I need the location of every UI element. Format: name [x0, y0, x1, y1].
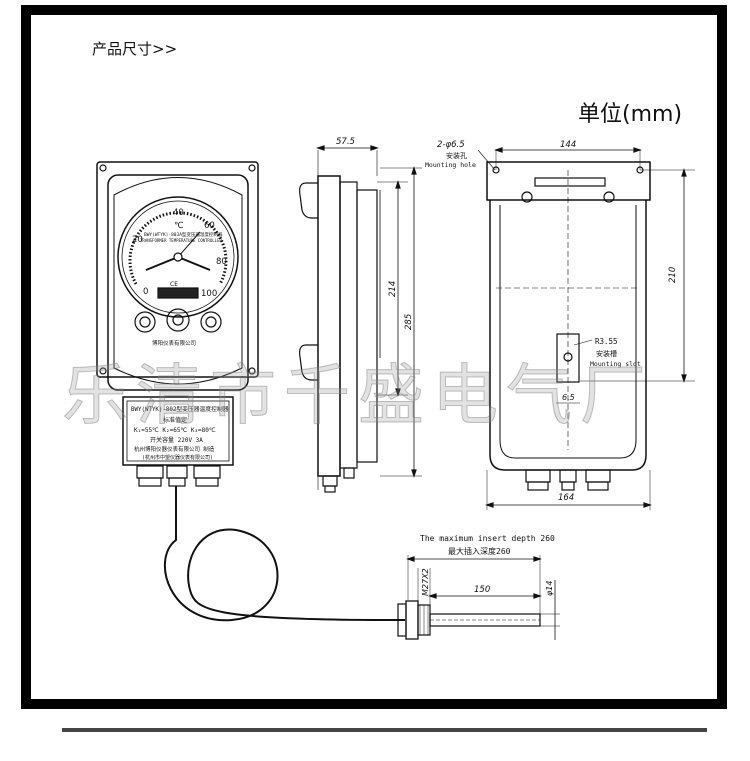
plate-company: 杭州博阳仪器仪表有限公司 制造: [134, 445, 215, 453]
dim-width: 57.5: [336, 137, 355, 147]
dial-number-80: 80: [216, 257, 227, 267]
slot-offset: 6.5: [562, 393, 575, 402]
slot-label-cn: 安装槽: [596, 349, 617, 358]
dim-height: 210: [668, 267, 678, 283]
insert-depth-cn: 最大插入深度260: [448, 546, 511, 556]
probe-length: 150: [474, 585, 490, 595]
unit-label: 单位(mm): [578, 102, 683, 127]
plate-title: BWY(WTYK)-802型变压器温度控制器: [131, 405, 229, 413]
dial-number-100: 100: [201, 289, 217, 299]
dial-number-0: 0: [143, 287, 148, 297]
dim-height-outer: 285: [404, 314, 414, 330]
page-heading: 产品尺寸>>: [92, 40, 178, 58]
probe-view: [392, 555, 560, 640]
hole-label: 2-φ6.5: [437, 140, 465, 150]
plate-sub: 标准值定: [163, 416, 187, 424]
dial-text-en: TRANSFORMER TEMPERATURE CONTROLLER: [140, 238, 222, 243]
insert-depth-en: The maximum insert depth 260: [420, 534, 555, 543]
watermark: 乐清市千盛电气厂: [62, 357, 654, 435]
probe-diameter: φ14: [545, 581, 554, 596]
dial-number-20: 20: [132, 235, 143, 245]
slot-label-en: Mounting slot: [590, 360, 641, 368]
side-view: [299, 145, 422, 493]
hole-label-cn: 安装孔: [446, 151, 467, 160]
dim-bottom: 164: [558, 493, 574, 503]
dial-unit: ℃: [174, 221, 184, 231]
front-view: [96, 161, 393, 622]
dial-text-cn: BWY(WTYK)-803A型变压器温度控制器: [144, 231, 223, 238]
outer-border: [21, 5, 727, 709]
dim-height-inner: 214: [388, 281, 398, 297]
plate-values: K₁=55℃ K₂=65℃ K₃=80℃: [134, 427, 216, 434]
probe-thread: M27X2: [421, 568, 430, 596]
slot-radius: R3.55: [595, 337, 618, 346]
hole-label-en: Mounting hole: [425, 161, 476, 169]
back-view: [477, 147, 695, 510]
plate-company-2: (杭州市中望仪器仪表有限公司): [142, 454, 213, 461]
bottom-bar: [62, 728, 707, 732]
dim-top: 144: [560, 140, 576, 150]
dial-number-40: 40: [173, 208, 184, 218]
dial-number-60: 60: [204, 221, 215, 231]
brand-mark: CE: [170, 281, 178, 288]
maker-text: 博阳仪表有限公司: [152, 339, 196, 347]
plate-switch: 开关容量 220V 3A: [150, 436, 203, 444]
